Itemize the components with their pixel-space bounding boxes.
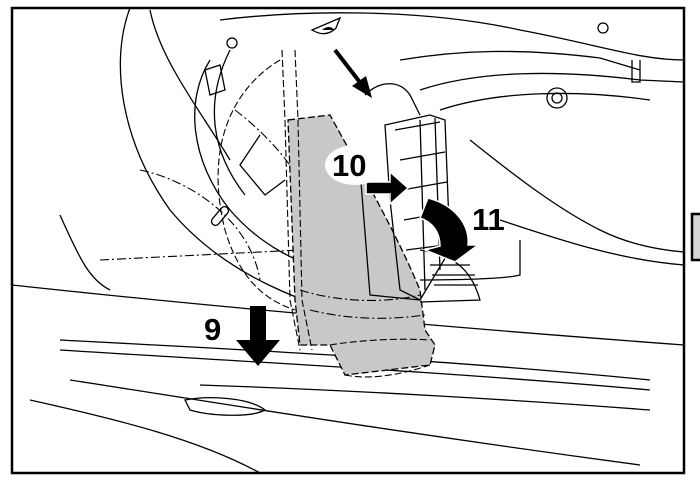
callout-11: 11: [472, 202, 505, 237]
callout-10-background: [325, 145, 385, 185]
callout-10: 10: [332, 148, 366, 183]
trim-panel: [281, 49, 436, 378]
arrow-step-10: [365, 170, 410, 206]
callout-9: 9: [204, 312, 221, 347]
arrow-step-9: [236, 306, 280, 366]
arrow-view-direction: [333, 48, 372, 98]
view-direction-eye-icon: [310, 16, 342, 35]
side-tab[interactable]: [690, 212, 700, 262]
arrow-step-11: [419, 197, 481, 263]
